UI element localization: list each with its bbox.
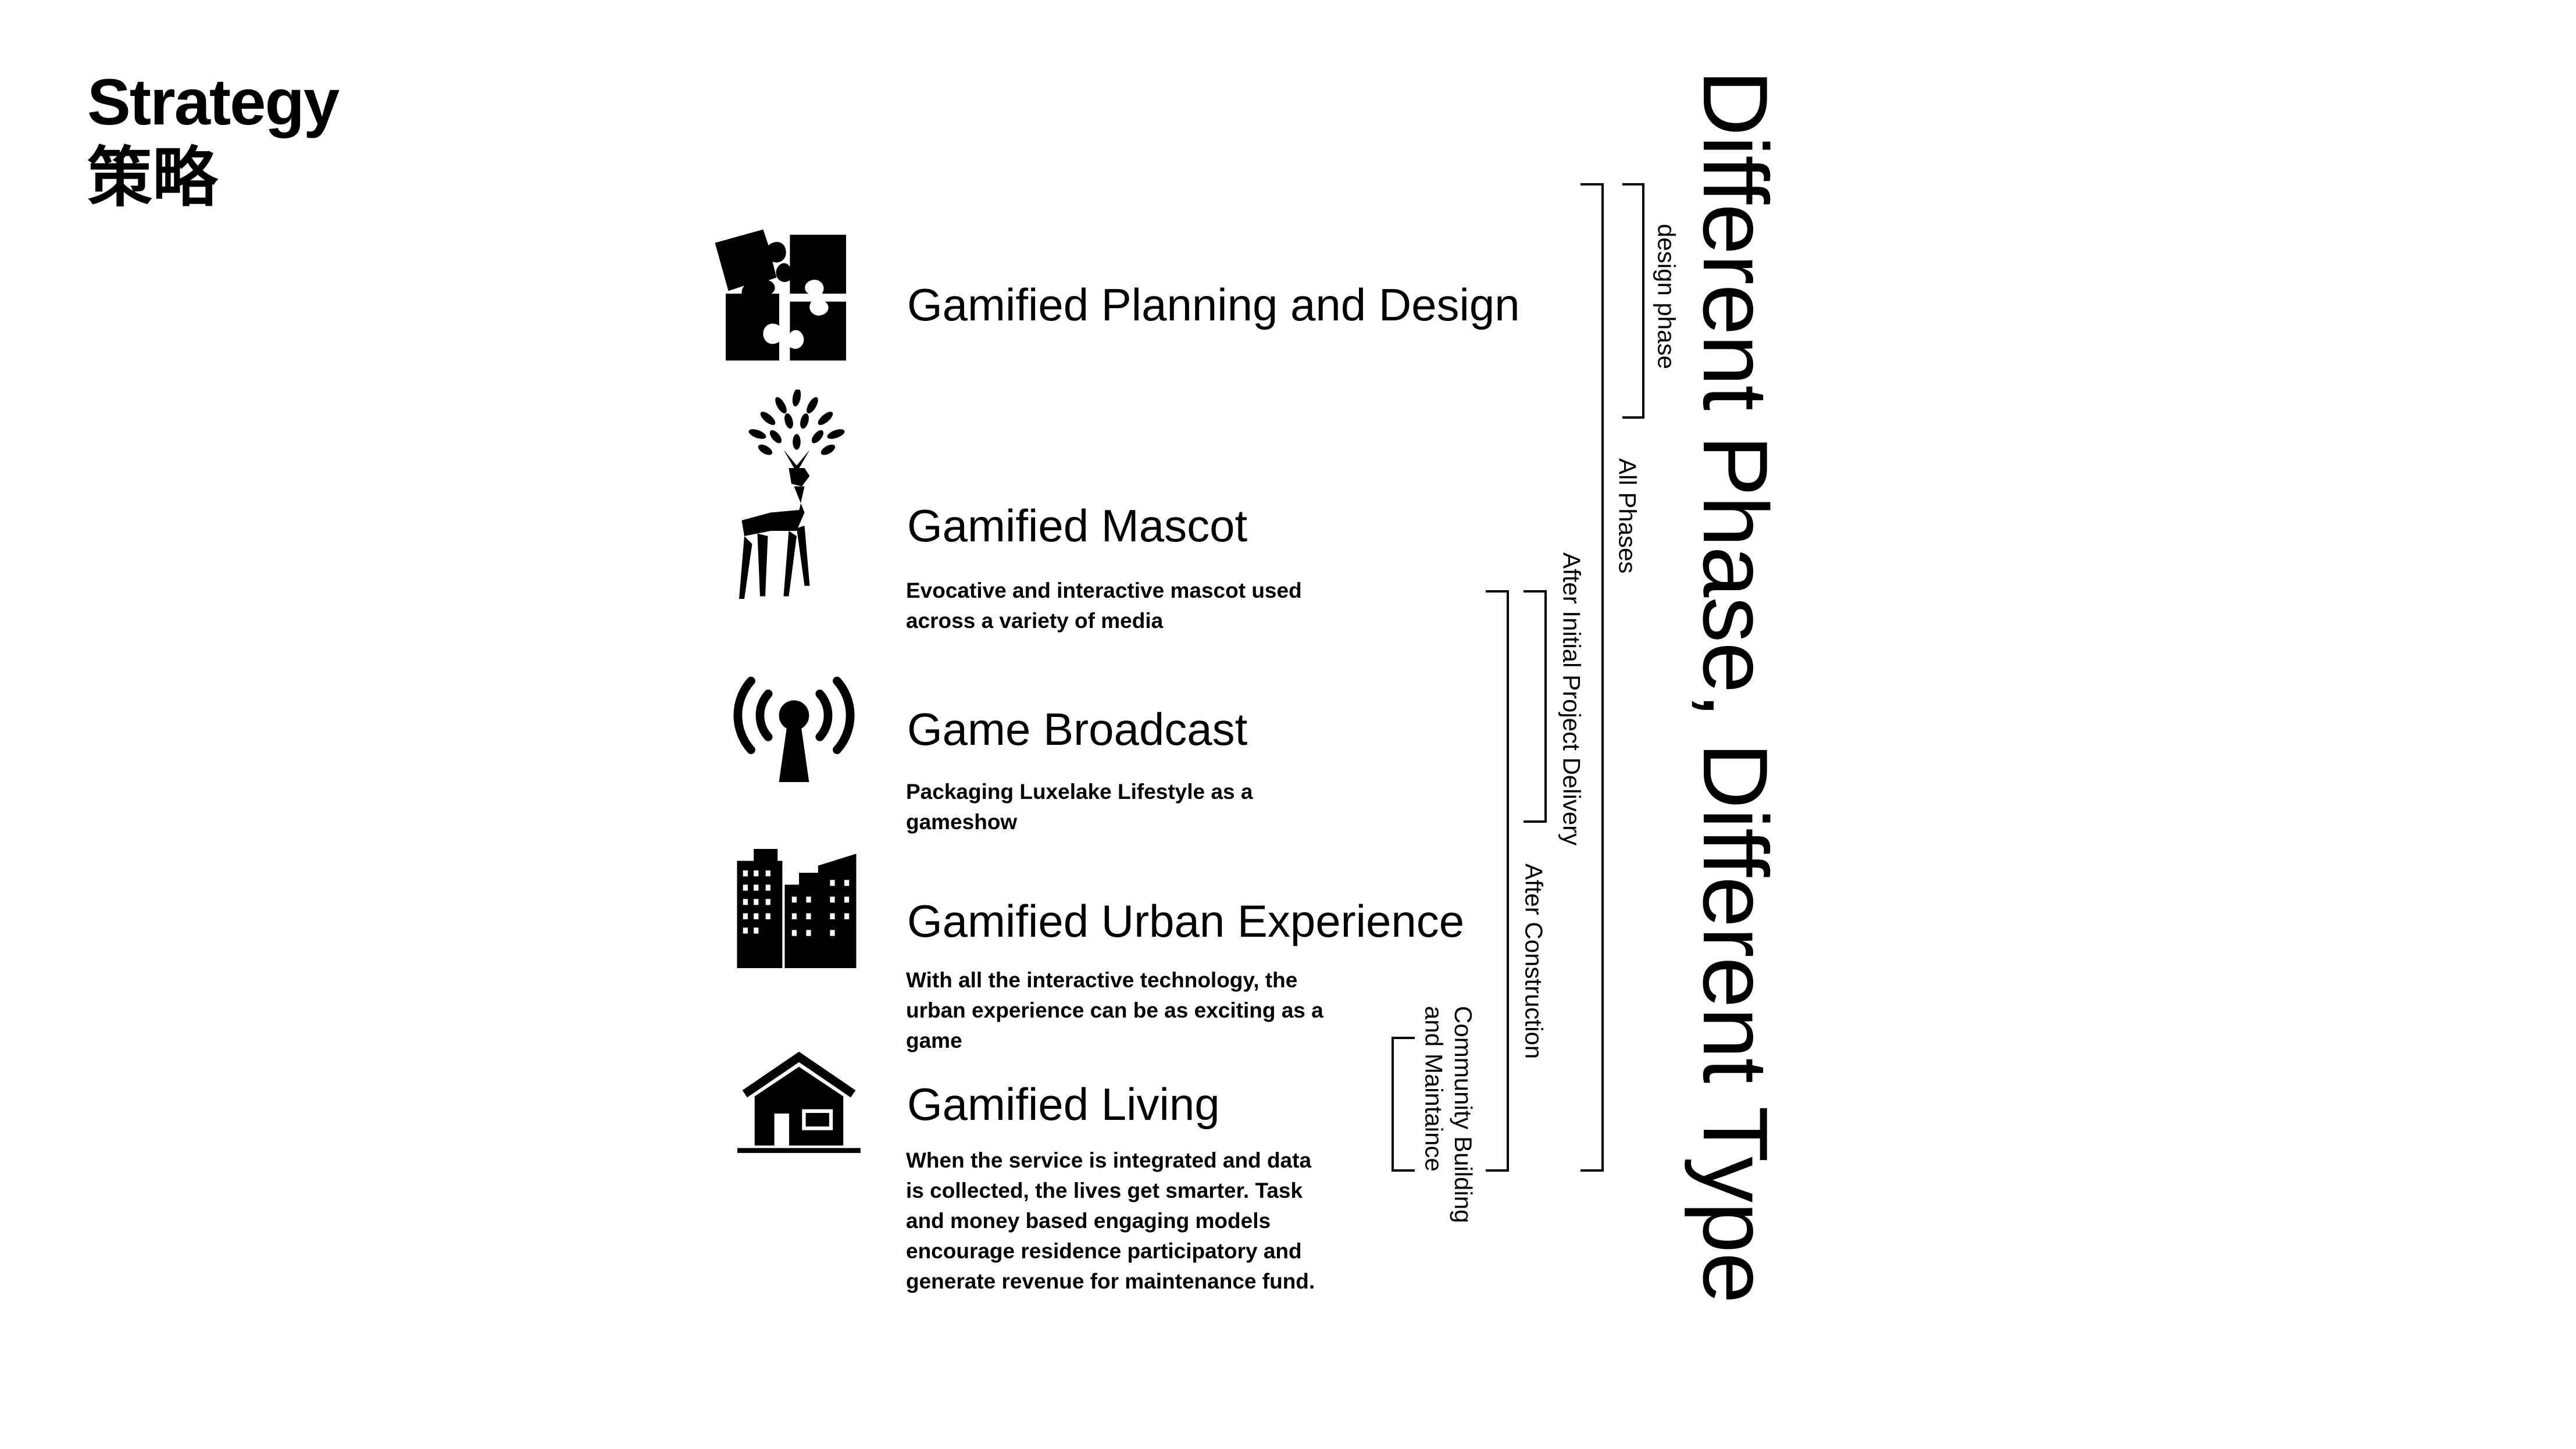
item-desc-living: When the service is integrated and data …: [906, 1148, 1315, 1293]
item-title-urban: Gamified Urban Experience: [907, 895, 1465, 947]
item-title-mascot: Gamified Mascot: [907, 500, 1248, 551]
bracket-all-phases: [1580, 183, 1604, 1172]
bracket-after-construction: [1486, 590, 1509, 1172]
label-all-phases: All Phases: [1614, 458, 1642, 574]
deer-mascot-icon: [730, 390, 864, 599]
bracket-design-phase: [1622, 183, 1644, 419]
bracket-after-delivery: [1524, 590, 1547, 823]
item-desc-mascot: Evocative and interactive mascot used ac…: [906, 579, 1302, 633]
house-icon: [737, 1050, 861, 1154]
city-buildings-icon: [736, 849, 858, 968]
label-community: Community Building and Maintaince: [1420, 1006, 1477, 1223]
side-title: Different Phase, Different Type: [1684, 70, 1786, 1303]
bracket-community: [1392, 1037, 1415, 1172]
label-after-construction: After Construction: [1520, 863, 1548, 1059]
label-after-delivery: After Initial Project Delivery: [1558, 552, 1586, 846]
item-desc-urban: With all the interactive technology, the…: [906, 968, 1323, 1052]
item-desc-broadcast: Packaging Luxelake Lifestyle as a gamesh…: [906, 780, 1253, 834]
item-title-living: Gamified Living: [907, 1079, 1220, 1130]
page-title: Strategy: [87, 66, 340, 138]
item-title-broadcast: Game Broadcast: [907, 704, 1248, 755]
page-title-chinese: 策略: [87, 140, 217, 216]
broadcast-antenna-icon: [732, 674, 857, 782]
label-design-phase: design phase: [1653, 224, 1681, 369]
puzzle-icon: [712, 227, 846, 361]
item-title-planning: Gamified Planning and Design: [907, 279, 1520, 330]
